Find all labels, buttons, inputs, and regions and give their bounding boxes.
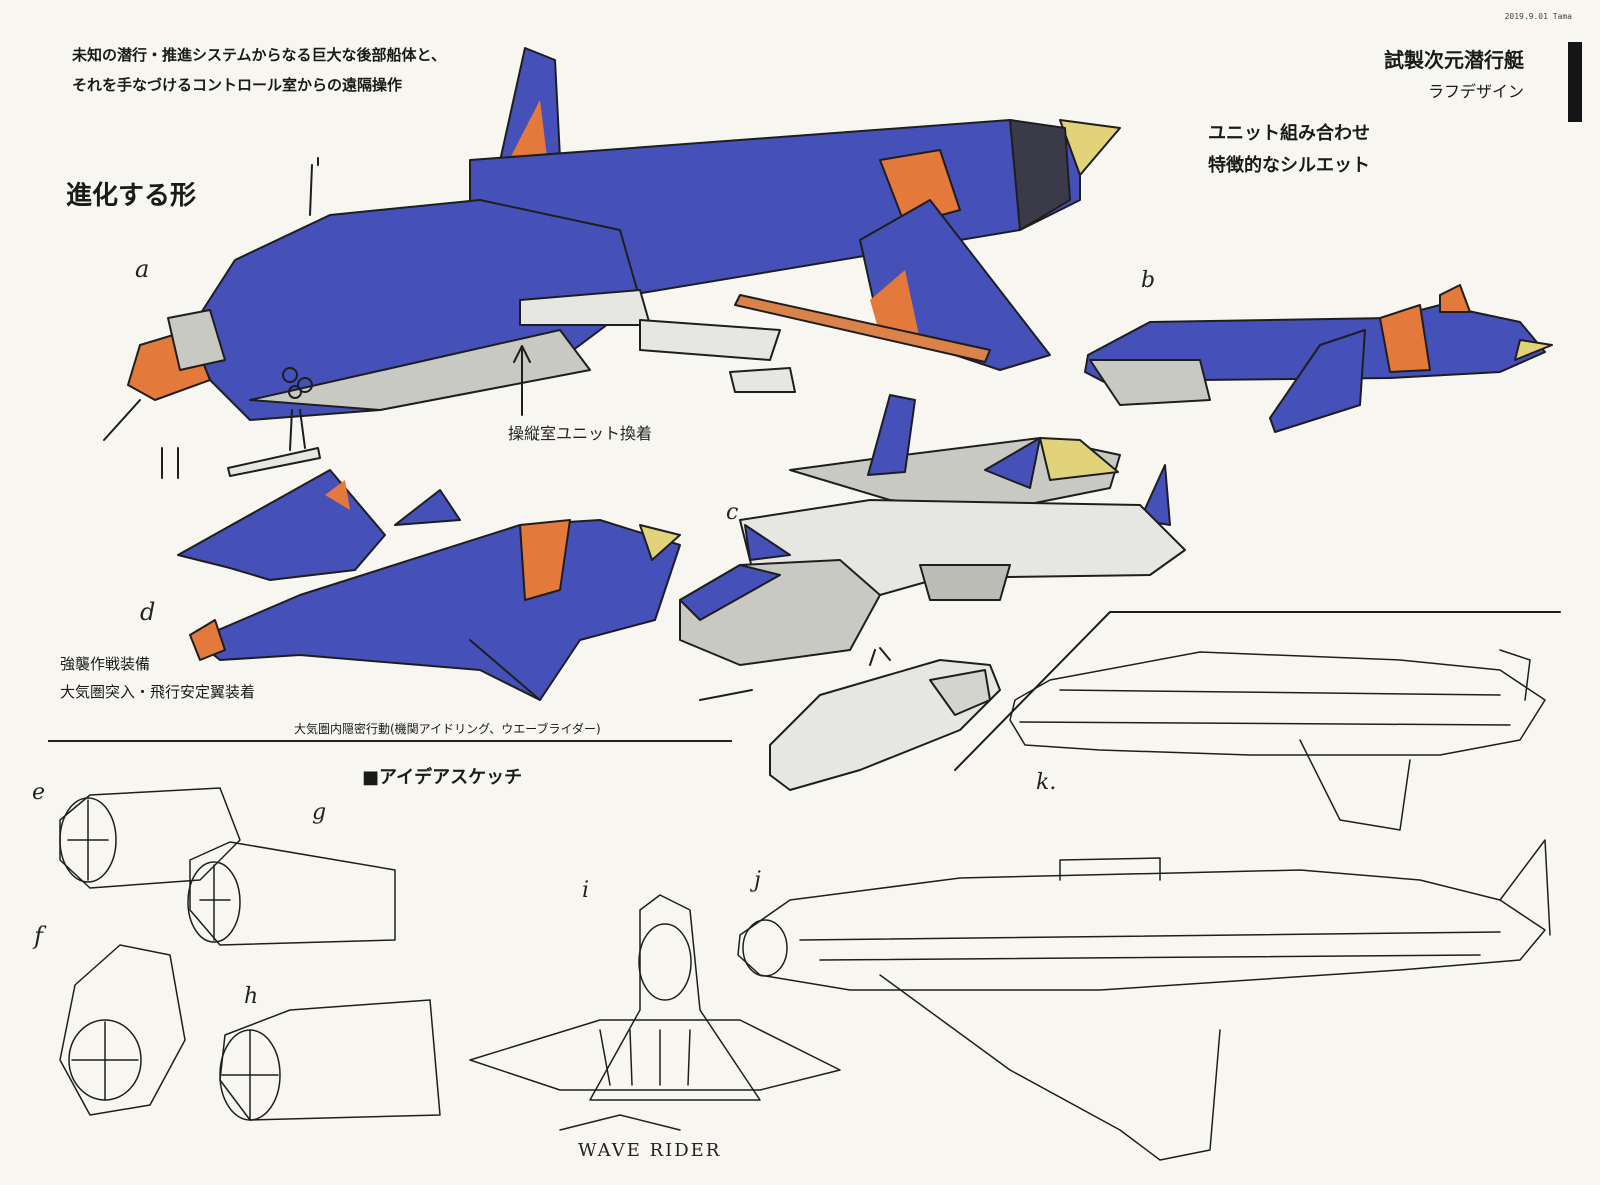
ship-sketch-j bbox=[737, 839, 1551, 1161]
stealth-note: 大気圏内隠密行動(機関アイドリング、ウエーブライダー) bbox=[294, 722, 601, 736]
divider-line-left bbox=[48, 740, 732, 742]
ship-sketch-i bbox=[469, 894, 841, 1131]
ship-sketch-c bbox=[679, 394, 1186, 701]
idea-sketch-heading: ■アイデアスケッチ bbox=[362, 767, 523, 788]
label-e: e bbox=[32, 780, 46, 805]
ship-sketch-a bbox=[103, 47, 1121, 479]
label-i: i bbox=[582, 878, 590, 903]
label-j: j bbox=[754, 868, 761, 893]
intro-line-1: 未知の潜行・推進システムからなる巨大な後部船体と、 bbox=[72, 46, 446, 64]
ship-sketch-b bbox=[1084, 284, 1553, 433]
unit-notes: ユニット組み合わせ 特徴的なシルエット bbox=[1208, 118, 1370, 182]
ship-sketch-h bbox=[219, 999, 441, 1121]
control-unit-note: 操縦室ユニット換着 bbox=[508, 424, 653, 443]
ship-sketch-d bbox=[177, 469, 681, 701]
wave-rider-label: WAVE RIDER bbox=[578, 1140, 722, 1161]
ship-sketch-f bbox=[59, 944, 186, 1116]
intro-text: 未知の潜行・推進システムからなる巨大な後部船体と、 それを手なづけるコントロール… bbox=[72, 40, 446, 100]
label-f: f bbox=[34, 922, 43, 950]
arrow-mark bbox=[513, 345, 531, 416]
divider-line-right bbox=[954, 611, 1561, 771]
date-note: 2019.9.01 Tama bbox=[1504, 12, 1572, 21]
page-title: 試製次元潜行艇 bbox=[1384, 48, 1524, 72]
label-k: k. bbox=[1036, 770, 1057, 795]
silhouette-note: 特徴的なシルエット bbox=[1208, 155, 1370, 176]
ship-sketch-g bbox=[187, 841, 396, 946]
label-g: g bbox=[312, 800, 327, 825]
label-c: c bbox=[726, 500, 739, 525]
assault-notes: 強襲作戦装備 大気圏突入・飛行安定翼装着 bbox=[60, 650, 255, 706]
intro-line-2: それを手なづけるコントロール室からの遠隔操作 bbox=[72, 76, 403, 94]
page-subtitle: ラフデザイン bbox=[1427, 82, 1524, 101]
control-capsule bbox=[769, 647, 1001, 791]
label-b: b bbox=[1141, 268, 1156, 293]
assault-gear-note: 強襲作戦装備 bbox=[60, 655, 151, 673]
ship-sketch-k bbox=[1009, 649, 1546, 831]
evolving-form-heading: 進化する形 bbox=[66, 181, 197, 211]
label-h: h bbox=[244, 984, 259, 1009]
atmo-wings-note: 大気圏突入・飛行安定翼装着 bbox=[60, 683, 256, 701]
page-edge-mark bbox=[1568, 42, 1582, 122]
label-d: d bbox=[140, 598, 156, 626]
label-a: a bbox=[135, 255, 150, 283]
unit-combo-note: ユニット組み合わせ bbox=[1208, 123, 1370, 144]
ship-sketch-e bbox=[59, 787, 241, 889]
